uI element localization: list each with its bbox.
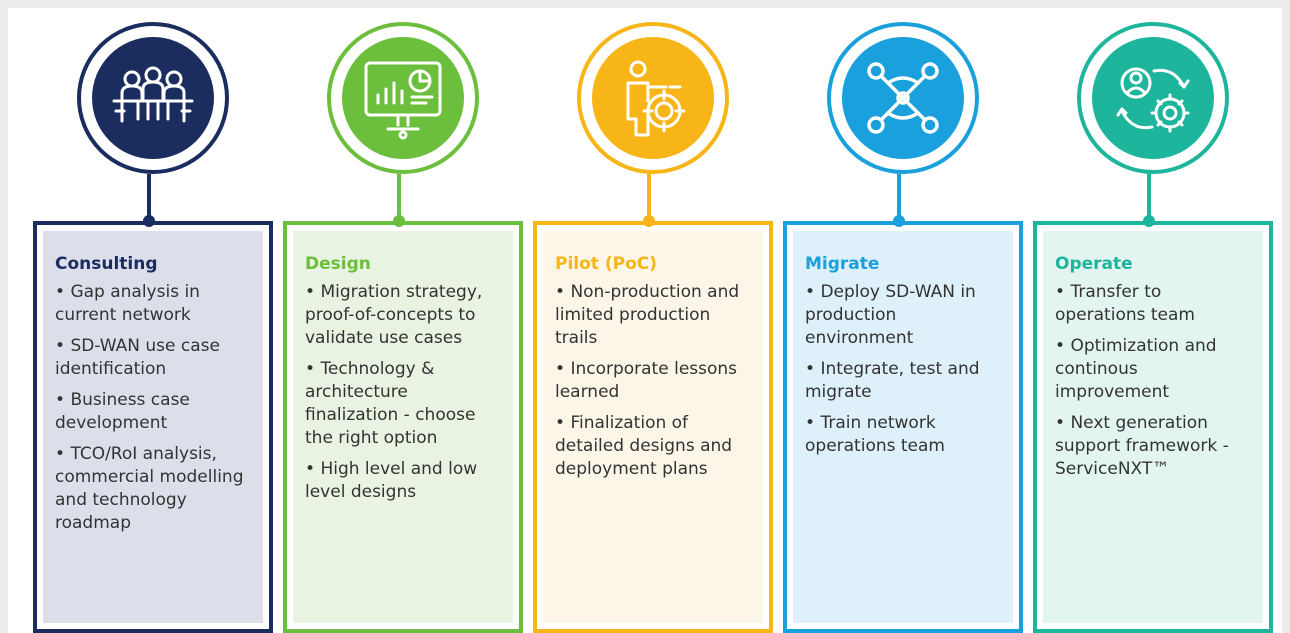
connector-line (1147, 174, 1151, 220)
stage-icon-disc (842, 37, 964, 159)
stage-panel: Migrate Deploy SD-WAN in production envi… (793, 231, 1013, 623)
stage-box: Migrate Deploy SD-WAN in production envi… (783, 221, 1023, 633)
stage-icon-ring (327, 22, 479, 174)
stage-item: Integrate, test and migrate (805, 358, 1003, 404)
stage-box: Consulting Gap analysis in current netwo… (33, 221, 273, 633)
sdwan-process-diagram: Consulting Gap analysis in current netwo… (8, 8, 1282, 633)
stage-panel: Operate Transfer to operations team Opti… (1043, 231, 1263, 623)
stage-item: Next generation support framework - Serv… (1055, 412, 1253, 481)
stage-item: Incorporate lessons learned (555, 358, 753, 404)
stage-item: Gap analysis in current network (55, 281, 253, 327)
stage-item: Deploy SD-WAN in production environment (805, 281, 1003, 350)
stage-box: Operate Transfer to operations team Opti… (1033, 221, 1273, 633)
monitor-chart-icon (364, 61, 442, 140)
stage-pilot: Pilot (PoC) Non-production and limited p… (533, 8, 773, 633)
stage-item: Migration strategy, proof-of-concepts to… (305, 281, 503, 350)
stage-icon-disc (592, 37, 714, 159)
stage-panel: Pilot (PoC) Non-production and limited p… (543, 231, 763, 623)
stage-item: High level and low level designs (305, 458, 503, 504)
stage-operate: Operate Transfer to operations team Opti… (1033, 8, 1273, 633)
connector-line (647, 174, 651, 220)
stage-item: Finalization of detailed designs and dep… (555, 412, 753, 481)
stage-icon-ring (77, 22, 229, 174)
stage-title: Operate (1055, 254, 1133, 274)
stage-title: Migrate (805, 254, 880, 274)
connector-line (397, 174, 401, 220)
stage-item-list: Gap analysis in current network SD-WAN u… (55, 281, 253, 535)
stage-title: Pilot (PoC) (555, 254, 657, 274)
stage-panel: Consulting Gap analysis in current netwo… (43, 231, 263, 623)
stage-item: Business case development (55, 389, 253, 435)
stage-item-list: Non-production and limited production tr… (555, 281, 753, 481)
stage-title: Design (305, 254, 371, 274)
connector-line (147, 174, 151, 220)
stage-title: Consulting (55, 254, 158, 274)
stage-box: Pilot (PoC) Non-production and limited p… (533, 221, 773, 633)
stage-item-list: Transfer to operations team Optimization… (1055, 281, 1253, 481)
stage-item: Optimization and continous improvement (1055, 335, 1253, 404)
connector-line (897, 174, 901, 220)
stage-item: Train network operations team (805, 412, 1003, 458)
stage-item: Transfer to operations team (1055, 281, 1253, 327)
stage-icon-disc (1092, 37, 1214, 159)
stage-icon-ring (577, 22, 729, 174)
stage-design: Design Migration strategy, proof-of-conc… (283, 8, 523, 633)
stage-migrate: Migrate Deploy SD-WAN in production envi… (783, 8, 1023, 633)
stage-item: Non-production and limited production tr… (555, 281, 753, 350)
stage-item: SD-WAN use case identification (55, 335, 253, 381)
stage-icon-disc (342, 37, 464, 159)
stage-panel: Design Migration strategy, proof-of-conc… (293, 231, 513, 623)
stage-icon-ring (1077, 22, 1229, 174)
stage-item-list: Deploy SD-WAN in production environment … (805, 281, 1003, 458)
person-target-icon (626, 60, 686, 137)
network-nodes-icon (867, 62, 939, 134)
stage-icon-ring (827, 22, 979, 174)
stage-icon-disc (92, 37, 214, 159)
stage-item: TCO/RoI analysis, commercial modelling a… (55, 443, 253, 535)
person-gear-cycle-icon (1116, 67, 1190, 133)
stage-item: Technology & architecture finalization -… (305, 358, 503, 450)
stage-box: Design Migration strategy, proof-of-conc… (283, 221, 523, 633)
stage-item-list: Migration strategy, proof-of-concepts to… (305, 281, 503, 504)
meeting-people-icon (112, 66, 194, 123)
stage-consulting: Consulting Gap analysis in current netwo… (33, 8, 273, 633)
